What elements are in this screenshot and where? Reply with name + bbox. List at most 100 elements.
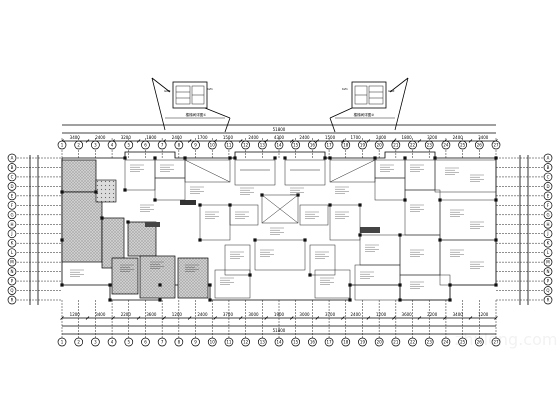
axis-label: C: [11, 174, 14, 179]
column: [328, 156, 332, 160]
horizontal-grid-lines: [14, 157, 544, 301]
axis-bubble-top: 15: [291, 140, 301, 150]
axis-bubble-top: 3: [91, 140, 100, 150]
axis-label: 9: [194, 143, 197, 148]
axis-bubble-top: 6: [141, 140, 150, 150]
column: [358, 203, 362, 207]
column: [108, 283, 112, 287]
dimension-value: 1800: [402, 135, 413, 140]
column: [448, 283, 452, 287]
axis-bubble-bottom: 23: [424, 337, 434, 347]
axis-bubble-bottom: 22: [408, 337, 417, 347]
dimension-value: 3400: [70, 135, 81, 140]
axis-bubble-left: P: [7, 276, 17, 286]
axis-bubble-bottom: 6: [141, 337, 150, 347]
dimension-value: 1500: [325, 135, 336, 140]
stair-detail-right: KZ1 GBZ 楼梯间详图②: [329, 77, 409, 133]
axis-label: F: [11, 203, 14, 208]
column: [208, 298, 212, 302]
dimension-value: 3400: [453, 312, 464, 317]
column: [438, 238, 442, 242]
axis-label: M: [546, 260, 550, 265]
column: [494, 238, 498, 242]
axis-label: D: [546, 184, 549, 189]
axis-label: 27: [493, 340, 499, 345]
axis-label: D: [10, 184, 13, 189]
column: [494, 283, 498, 287]
axis-label: R: [547, 298, 550, 303]
axis-bubble-bottom: 20: [374, 337, 384, 347]
axis-label: H: [546, 222, 549, 227]
axis-bubble-right: C: [543, 172, 553, 182]
axis-bubble-top: 26: [474, 140, 484, 150]
axis-label: 27: [493, 143, 499, 148]
axis-bubble-left: Q: [7, 286, 17, 295]
column: [100, 216, 104, 220]
dimension-value: 3200: [427, 135, 438, 140]
axis-label: 12: [243, 143, 249, 148]
axis-label: 24: [443, 340, 449, 345]
dimension-value: 2200: [427, 312, 438, 317]
column: [328, 203, 332, 207]
axis-bubble-left: N: [7, 267, 17, 276]
axis-bubble-left: K: [7, 238, 17, 248]
dimension-value: 3000: [248, 312, 259, 317]
axis-bubble-top: 8: [174, 140, 184, 150]
axis-label: 19: [360, 340, 366, 345]
axis-bubble-top: 23: [424, 140, 434, 150]
column: [228, 156, 232, 160]
axis-bubble-top: 19: [358, 140, 367, 150]
axis-bubble-right: D: [543, 182, 553, 191]
axis-bubble-bottom: 10: [207, 337, 217, 347]
axis-label: 2: [77, 340, 80, 345]
axis-bubble-left: B: [7, 163, 17, 172]
axis-bubble-right: H: [543, 219, 553, 229]
axis-label: B: [547, 165, 550, 170]
svg-text:KZ1: KZ1: [207, 87, 213, 91]
axis-bubble-bottom: 8: [174, 337, 184, 347]
axis-bubble-bottom: 16: [308, 337, 317, 347]
axis-bubble-left: A: [7, 153, 17, 163]
dimension-value: 4300: [274, 135, 285, 140]
column: [273, 156, 277, 160]
axis-label: Q: [546, 288, 549, 293]
column: [233, 156, 237, 160]
axis-bubble-top: 2: [74, 140, 84, 150]
axis-label: L: [11, 250, 14, 255]
column: [153, 156, 157, 160]
axis-label: 18: [343, 340, 349, 345]
column: [248, 273, 252, 277]
axis-bubble-top: 12: [241, 140, 250, 150]
axis-bubble-bottom: 14: [274, 337, 284, 347]
dimension-value: 1200: [376, 312, 387, 317]
svg-text:KZ1: KZ1: [342, 87, 348, 91]
axis-label: J: [10, 231, 12, 236]
axis-bubble-bottom: 9: [191, 337, 200, 347]
column: [303, 238, 307, 242]
axis-label: J: [546, 231, 548, 236]
axis-bubble-top: 14: [274, 140, 284, 150]
axis-label: F: [547, 203, 550, 208]
slab-hatch-area: [61, 191, 103, 263]
axis-label: 8: [178, 143, 181, 148]
axis-bubble-left: M: [7, 257, 17, 267]
axis-label: 17: [327, 340, 333, 345]
axis-bubble-top: 17: [324, 140, 334, 150]
axis-bubble-bottom: 7: [157, 337, 167, 347]
dimension-value: 2400: [248, 135, 259, 140]
column: [398, 283, 402, 287]
column: [308, 273, 312, 277]
column: [358, 233, 362, 237]
axis-label: P: [11, 279, 14, 284]
column: [260, 193, 264, 197]
axis-label: 21: [393, 143, 399, 148]
axis-label: L: [547, 250, 550, 255]
dimension-value: 1900: [274, 312, 285, 317]
dimension-value: 1200: [172, 312, 183, 317]
axis-label: 3: [94, 143, 97, 148]
dimension-value: 3600: [402, 312, 413, 317]
dimension-value: 2400: [172, 135, 183, 140]
dimension-value: 3400: [478, 135, 489, 140]
